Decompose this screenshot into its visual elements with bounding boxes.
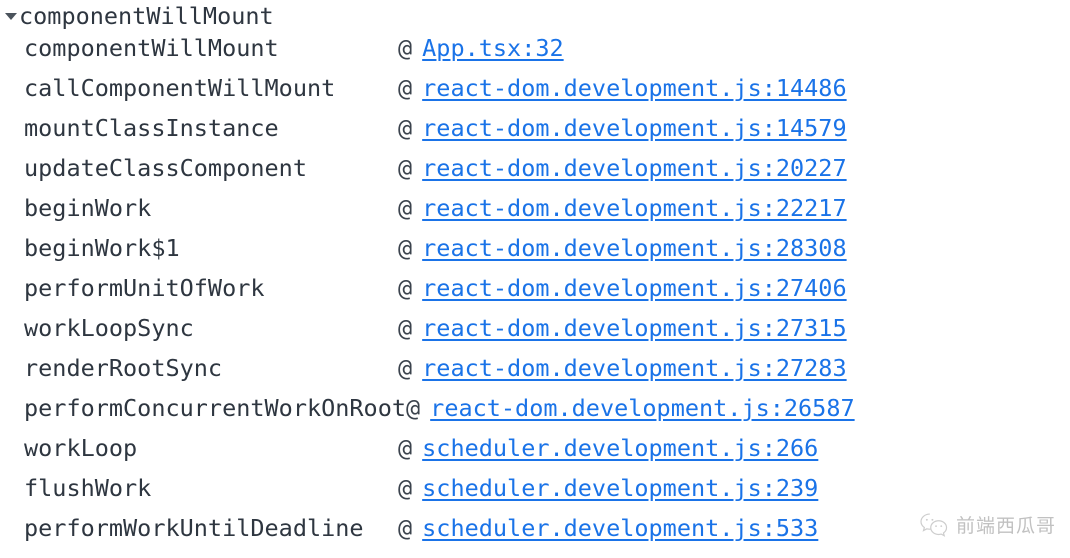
at-symbol: @ xyxy=(398,34,413,62)
stack-frame-row: flushWork @ scheduler.development.js:239 xyxy=(0,474,1070,514)
at-symbol: @ xyxy=(398,74,413,102)
stack-frame-function: renderRootSync xyxy=(24,354,223,382)
stack-frame-source-link[interactable]: react-dom.development.js:22217 xyxy=(422,194,847,222)
stack-frame-source-link[interactable]: react-dom.development.js:26587 xyxy=(430,394,855,422)
stack-frame-source-link[interactable]: react-dom.development.js:27406 xyxy=(422,274,847,302)
stack-frame-source-link[interactable]: react-dom.development.js:27315 xyxy=(422,314,847,342)
stack-frame-row: performWorkUntilDeadline @ scheduler.devel… xyxy=(0,514,1070,554)
stack-frame-function: beginWork xyxy=(24,194,152,222)
stack-frame-source-link[interactable]: scheduler.development.js:533 xyxy=(422,514,819,542)
stack-frame-function: performConcurrentWorkOnRoot xyxy=(24,394,407,422)
stack-frame-source-link[interactable]: react-dom.development.js:20227 xyxy=(422,154,847,182)
stack-frame-row: componentWillMount @ App.tsx:32 xyxy=(0,34,1070,74)
stack-frame-function: componentWillMount xyxy=(24,34,279,62)
stack-frame-source-link[interactable]: scheduler.development.js:266 xyxy=(422,434,819,462)
stack-group-header[interactable]: componentWillMount xyxy=(0,0,1070,32)
at-symbol: @ xyxy=(398,474,413,502)
stack-frame-function: performWorkUntilDeadline xyxy=(24,514,364,542)
at-symbol: @ xyxy=(398,314,413,342)
at-symbol: @ xyxy=(406,394,421,422)
stack-frame-list: componentWillMount @ App.tsx:32 callCompone… xyxy=(0,32,1070,554)
at-symbol: @ xyxy=(398,194,413,222)
stack-frame-row: workLoopSync @ react-dom.development.js:27… xyxy=(0,314,1070,354)
at-symbol: @ xyxy=(398,514,413,542)
stack-frame-function: beginWork$1 xyxy=(24,234,180,262)
at-symbol: @ xyxy=(398,114,413,142)
at-symbol: @ xyxy=(398,154,413,182)
at-symbol: @ xyxy=(398,354,413,382)
stack-frame-source-link[interactable]: react-dom.development.js:14579 xyxy=(422,114,847,142)
stack-frame-row: beginWork @ react-dom.development.js:22217 xyxy=(0,194,1070,234)
triangle-down-icon[interactable] xyxy=(3,8,19,24)
stack-frame-row: mountClassInstance @ react-dom.development… xyxy=(0,114,1070,154)
stack-frame-source-link[interactable]: App.tsx:32 xyxy=(422,34,564,62)
at-symbol: @ xyxy=(398,274,413,302)
stack-frame-source-link[interactable]: react-dom.development.js:28308 xyxy=(422,234,847,262)
stack-frame-function: callComponentWillMount xyxy=(24,74,336,102)
stack-frame-source-link[interactable]: react-dom.development.js:27283 xyxy=(422,354,847,382)
stack-frame-row: updateClassComponent @ react-dom.developme… xyxy=(0,154,1070,194)
stack-frame-row: workLoop @ scheduler.development.js:266 xyxy=(0,434,1070,474)
at-symbol: @ xyxy=(398,234,413,262)
stack-frame-row: beginWork$1 @ react-dom.development.js:283… xyxy=(0,234,1070,274)
stack-frame-row: callComponentWillMount @ react-dom.develop… xyxy=(0,74,1070,114)
stack-frame-function: performUnitOfWork xyxy=(24,274,265,302)
stack-frame-source-link[interactable]: scheduler.development.js:239 xyxy=(422,474,819,502)
stack-frame-row: renderRootSync @ react-dom.development.js:… xyxy=(0,354,1070,394)
at-symbol: @ xyxy=(398,434,413,462)
stack-frame-function: mountClassInstance xyxy=(24,114,279,142)
stack-frame-source-link[interactable]: react-dom.development.js:14486 xyxy=(422,74,847,102)
stack-frame-function: workLoopSync xyxy=(24,314,194,342)
stack-frame-function: workLoop xyxy=(24,434,138,462)
stack-frame-row: performConcurrentWorkOnRoot@ react-dom.de… xyxy=(0,394,1070,434)
stack-frame-function: updateClassComponent xyxy=(24,154,307,182)
stack-group-title: componentWillMount xyxy=(19,2,274,30)
stack-frame-row: performUnitOfWork @ react-dom.development.… xyxy=(0,274,1070,314)
stack-frame-function: flushWork xyxy=(24,474,152,502)
